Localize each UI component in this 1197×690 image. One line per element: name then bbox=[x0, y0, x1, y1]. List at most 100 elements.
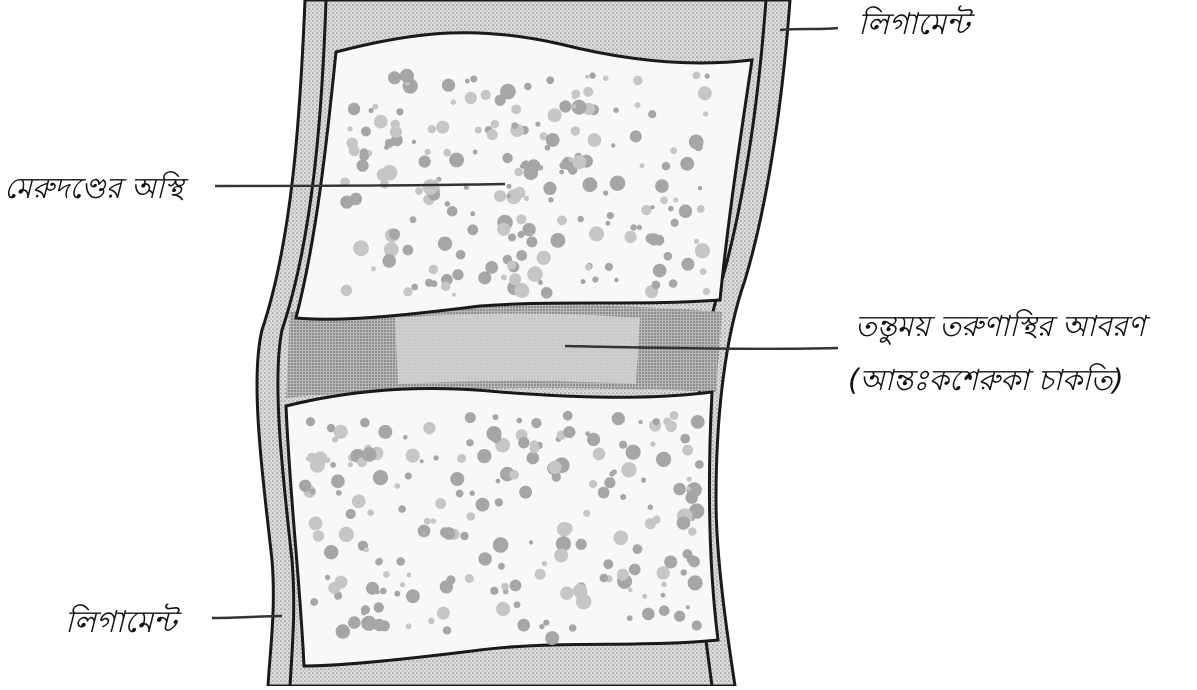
bone-pore bbox=[395, 483, 401, 489]
bone-pore bbox=[412, 140, 416, 144]
bone-pore bbox=[650, 441, 655, 446]
bone-pore bbox=[477, 449, 491, 463]
bone-pore bbox=[428, 618, 434, 624]
bone-pore bbox=[669, 279, 678, 288]
bone-pore bbox=[645, 518, 656, 529]
bone-pore bbox=[642, 608, 655, 621]
bone-pore bbox=[572, 94, 577, 99]
bone-pore bbox=[551, 233, 566, 248]
bone-pore bbox=[578, 216, 584, 222]
bone-pore bbox=[390, 126, 402, 138]
bone-pore bbox=[467, 224, 478, 235]
bone-pore bbox=[466, 439, 473, 446]
bone-pore bbox=[307, 453, 317, 463]
bone-pore bbox=[692, 620, 702, 630]
bone-pore bbox=[554, 549, 568, 563]
bone-pore bbox=[425, 279, 433, 287]
bone-pore bbox=[529, 540, 533, 544]
bone-pore bbox=[443, 626, 451, 634]
bone-pore bbox=[614, 278, 618, 282]
bone-pore bbox=[571, 126, 580, 135]
bone-pore bbox=[396, 108, 403, 115]
bone-pore bbox=[559, 170, 564, 175]
bone-pore bbox=[548, 461, 561, 474]
bone-pore bbox=[682, 445, 693, 456]
bone-pore bbox=[406, 623, 412, 629]
bone-pore bbox=[400, 582, 405, 587]
bone-pore bbox=[403, 435, 408, 440]
bone-pore bbox=[380, 588, 387, 595]
bone-pore bbox=[511, 105, 521, 115]
bone-pore bbox=[543, 182, 556, 195]
bone-pore bbox=[331, 475, 345, 489]
bone-pore bbox=[559, 100, 571, 112]
bone-pore bbox=[330, 462, 336, 468]
bone-pore bbox=[680, 434, 690, 444]
bone-pore bbox=[396, 557, 405, 566]
bone-pore bbox=[476, 498, 490, 512]
bone-pore bbox=[637, 225, 642, 230]
bone-pore bbox=[357, 449, 362, 454]
bone-pore bbox=[419, 156, 431, 168]
bone-pore bbox=[495, 498, 503, 506]
bone-pore bbox=[664, 252, 673, 261]
bone-pore bbox=[653, 418, 660, 425]
bone-pore bbox=[511, 122, 518, 129]
bone-pore bbox=[688, 575, 703, 590]
bone-pore bbox=[481, 90, 491, 100]
bone-pore bbox=[561, 523, 572, 534]
bone-pore bbox=[496, 191, 503, 198]
bone-pore bbox=[630, 224, 636, 230]
bone-pore bbox=[420, 459, 424, 463]
bone-pore bbox=[670, 411, 679, 420]
bone-pore bbox=[498, 563, 505, 570]
bone-pore bbox=[371, 266, 376, 271]
bone-pore bbox=[543, 620, 549, 626]
bone-pore bbox=[628, 588, 633, 593]
bone-pore bbox=[650, 205, 654, 209]
bone-pore bbox=[626, 445, 641, 460]
bone-pore bbox=[648, 110, 656, 118]
bone-pore bbox=[509, 273, 521, 285]
bone-pore bbox=[437, 607, 450, 620]
bone-pore bbox=[406, 449, 420, 463]
bone-pore bbox=[357, 160, 369, 172]
label-vertebra-bone: মেরুদণ্ডের অস্থি bbox=[4, 170, 183, 206]
bone-pore bbox=[449, 153, 464, 168]
bone-pore bbox=[648, 505, 653, 510]
bone-pore bbox=[388, 71, 401, 84]
bone-pore bbox=[635, 102, 641, 108]
bone-pore bbox=[418, 525, 431, 538]
bone-pore bbox=[377, 168, 390, 181]
bone-pore bbox=[347, 126, 352, 131]
bone-pore bbox=[510, 580, 522, 592]
bone-pore bbox=[514, 168, 523, 177]
bone-pore bbox=[569, 624, 577, 632]
bone-pore bbox=[652, 281, 661, 290]
bone-pore bbox=[614, 531, 629, 546]
bone-pore bbox=[589, 72, 595, 78]
bone-pore bbox=[360, 418, 370, 428]
bone-pore bbox=[583, 510, 590, 517]
bone-pore bbox=[691, 415, 705, 429]
bone-pore bbox=[573, 584, 587, 598]
bone-pore bbox=[524, 196, 529, 201]
bone-pore bbox=[526, 236, 537, 247]
bone-pore bbox=[445, 201, 451, 207]
bone-pore bbox=[424, 518, 431, 525]
bone-pore bbox=[310, 489, 316, 495]
bone-pore bbox=[513, 187, 525, 199]
bone-pore bbox=[516, 418, 522, 424]
bone-pore bbox=[581, 279, 586, 284]
bone-pore bbox=[435, 498, 446, 509]
bone-pore bbox=[424, 149, 430, 155]
bone-pore bbox=[689, 135, 704, 150]
bone-pore bbox=[364, 547, 369, 552]
bone-pore bbox=[519, 486, 532, 499]
bone-pore bbox=[677, 516, 691, 530]
bone-pore bbox=[372, 104, 378, 110]
bone-pore bbox=[563, 426, 575, 438]
bone-pore bbox=[694, 239, 699, 244]
bone-pore bbox=[496, 602, 510, 616]
bone-pore bbox=[583, 177, 598, 192]
